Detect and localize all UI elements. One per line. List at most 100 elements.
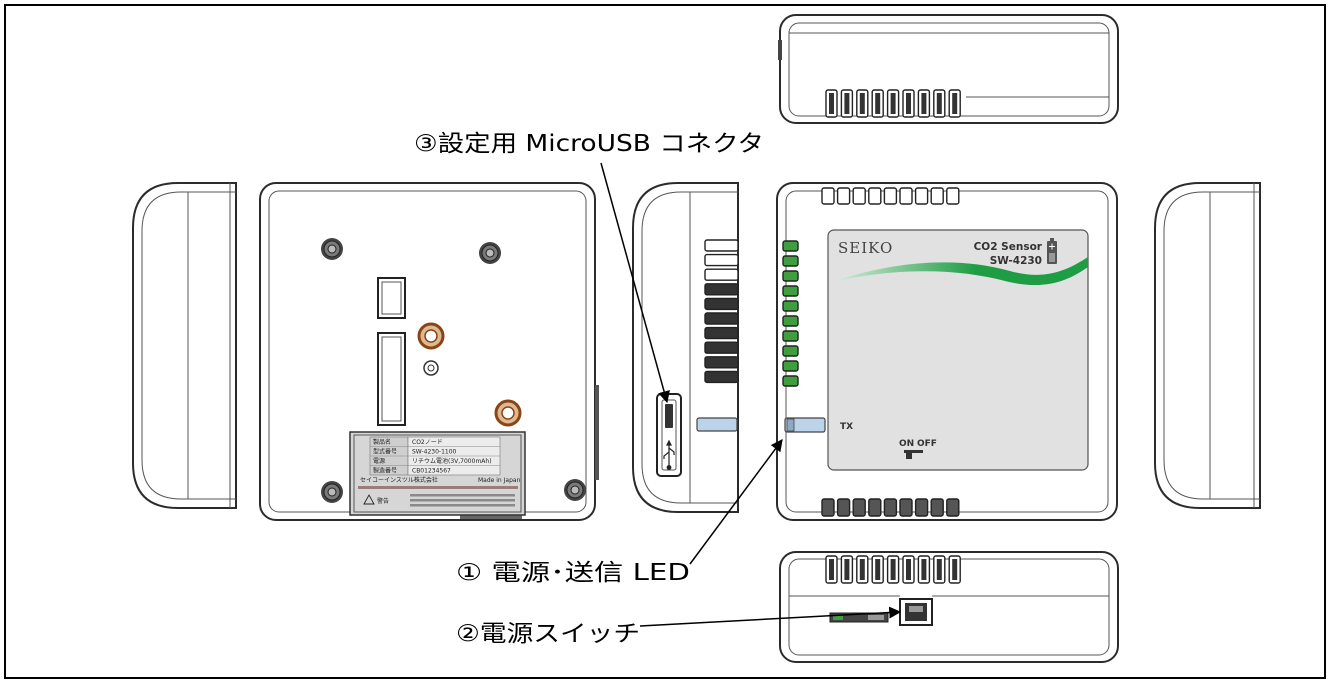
usb-side-inner-edge bbox=[641, 191, 738, 504]
nameplate-maker: セイコーインスツル株式会社 bbox=[360, 476, 438, 484]
usb-side-vent-slot-4 bbox=[704, 283, 739, 296]
usb-side-vent-slot-6 bbox=[704, 312, 739, 325]
nameplate-value-4: CB01234567 bbox=[412, 468, 451, 475]
front-bottom-vent-slots bbox=[821, 498, 960, 517]
bottom-view bbox=[779, 551, 1119, 663]
nameplate-key-2: 型式番号 bbox=[373, 448, 397, 456]
top-vent-slot-8-inner bbox=[936, 93, 942, 114]
bottom-vent-slot-4-inner bbox=[875, 559, 881, 580]
back-view-side-ridge bbox=[595, 385, 599, 480]
annotation-power-led: ① 電源･送信 LED bbox=[456, 560, 690, 586]
front-left-vent-slot-3 bbox=[782, 270, 799, 282]
top-view-notch bbox=[778, 40, 782, 60]
bottom-view-connector-strip bbox=[829, 612, 889, 623]
copper-mount-ring-lower bbox=[494, 399, 522, 427]
top-vent-slot-7-inner bbox=[921, 93, 927, 114]
leader-line-led bbox=[689, 439, 783, 565]
nameplate-warning: 警告 bbox=[377, 497, 389, 505]
front-bottom-vent-slot-5 bbox=[883, 498, 898, 517]
annotation-usb-connector: ③設定用 MicroUSB コネクタ bbox=[414, 131, 764, 157]
back-view-bottom-notch bbox=[460, 515, 522, 519]
front-left-vent-slots bbox=[782, 240, 799, 387]
front-bottom-vent-slot-1 bbox=[821, 498, 835, 517]
usb-side-vent-slot-10 bbox=[704, 370, 739, 384]
mount-slot-tall bbox=[377, 332, 406, 426]
top-vent-slot-4-inner bbox=[875, 93, 881, 114]
usb-side-vent-slot-8 bbox=[704, 341, 739, 354]
warning-triangle-icon bbox=[363, 494, 375, 505]
nameplate-value-2: SW-4230-1100 bbox=[412, 449, 457, 456]
top-view-vent-slots bbox=[825, 89, 961, 118]
front-view: SEIKO CO2 Sensor SW-4230 TX ON OFF bbox=[776, 182, 1118, 521]
top-view bbox=[778, 14, 1119, 124]
product-name: CO2 Sensor bbox=[974, 241, 1043, 253]
top-vent-slot-9-inner bbox=[952, 93, 958, 114]
screw-top-left bbox=[321, 238, 343, 260]
front-top-vent-slot-9 bbox=[946, 187, 960, 205]
annotations: ③設定用 MicroUSB コネクタ ① 電源･送信 LED ②電源スイッチ bbox=[414, 131, 902, 647]
nameplate-fine-print-4 bbox=[410, 504, 515, 507]
front-bottom-vent-slot-6 bbox=[899, 498, 913, 517]
usb-side-vent-slot-2 bbox=[704, 253, 739, 267]
nameplate-value-3: リチウム電池(3V,7000mAh) bbox=[412, 457, 492, 465]
front-left-vent-slot-8 bbox=[782, 345, 799, 357]
front-top-vent-slot-2 bbox=[836, 187, 851, 205]
battery-icon bbox=[1047, 238, 1057, 264]
usb-symbol-icon bbox=[663, 439, 675, 470]
front-left-vent-slot-1 bbox=[782, 240, 799, 252]
nameplate: 製品名 CO2ノード 型式番号 SW-4230-1100 電源 リチウム電池(3… bbox=[349, 431, 526, 516]
screw-top-right bbox=[479, 242, 501, 264]
front-label-panel: SEIKO CO2 Sensor SW-4230 TX ON OFF bbox=[827, 229, 1089, 471]
front-top-vent-slots bbox=[821, 187, 960, 205]
leader-line-switch bbox=[639, 606, 902, 627]
front-left-vent-slot-9 bbox=[782, 360, 799, 372]
front-bottom-vent-slot-3 bbox=[852, 498, 866, 517]
switch-off-label: OFF bbox=[917, 439, 937, 449]
bottom-view-vent-slots bbox=[825, 555, 961, 584]
left-side-outline bbox=[132, 182, 237, 509]
top-vent-slot-3-inner bbox=[859, 93, 865, 114]
right-side-outline bbox=[1154, 182, 1261, 509]
annotation-power-switch: ②電源スイッチ bbox=[456, 621, 640, 647]
right-side-view bbox=[1154, 182, 1261, 509]
front-bottom-vent-slot-4 bbox=[868, 498, 882, 517]
top-vent-slot-6-inner bbox=[906, 93, 911, 114]
green-swoosh-logo bbox=[838, 257, 1088, 286]
front-left-vent-slot-10 bbox=[782, 375, 799, 387]
power-switch bbox=[899, 598, 933, 626]
usb-side-led-window bbox=[696, 417, 738, 432]
usb-side-vent-slot-3 bbox=[704, 268, 739, 281]
front-top-vent-slot-1 bbox=[821, 187, 835, 205]
usb-side-vent-slot-9 bbox=[704, 356, 739, 369]
front-left-vent-slot-5 bbox=[782, 300, 799, 312]
front-bottom-vent-slot-2 bbox=[836, 498, 851, 517]
bottom-vent-slot-1-inner bbox=[829, 559, 834, 580]
tx-led-label: TX bbox=[840, 422, 853, 432]
bottom-vent-slot-9-inner bbox=[952, 559, 958, 580]
power-tx-led bbox=[784, 417, 826, 433]
front-bottom-vent-slot-8 bbox=[930, 498, 944, 517]
nameplate-fine-print-2 bbox=[410, 494, 515, 497]
front-bottom-vent-slot-9 bbox=[946, 498, 960, 517]
left-side-view bbox=[132, 182, 237, 509]
front-left-vent-slot-6 bbox=[782, 315, 799, 327]
microusb-connector bbox=[656, 393, 682, 477]
front-left-vent-slot-7 bbox=[782, 330, 799, 342]
mount-hole-small bbox=[423, 360, 439, 376]
front-top-vent-slot-6 bbox=[899, 187, 913, 205]
bottom-vent-slot-3-inner bbox=[859, 559, 865, 580]
usb-side-vent-slot-5 bbox=[704, 297, 739, 311]
nameplate-value-1: CO2ノード bbox=[412, 439, 443, 446]
front-bottom-vent-slot-7 bbox=[914, 498, 929, 517]
frame-border bbox=[4, 4, 1326, 679]
switch-on-label: ON bbox=[899, 439, 914, 449]
bottom-vent-slot-7-inner bbox=[921, 559, 927, 580]
nameplate-key-4: 製造番号 bbox=[373, 467, 397, 475]
bottom-vent-slot-2-inner bbox=[844, 559, 850, 580]
front-top-vent-slot-4 bbox=[868, 187, 882, 205]
usb-side-vent-slot-7 bbox=[704, 326, 739, 340]
front-top-vent-slot-8 bbox=[930, 187, 944, 205]
front-top-vent-slot-3 bbox=[852, 187, 866, 205]
usb-side-vent-slots bbox=[704, 239, 739, 384]
